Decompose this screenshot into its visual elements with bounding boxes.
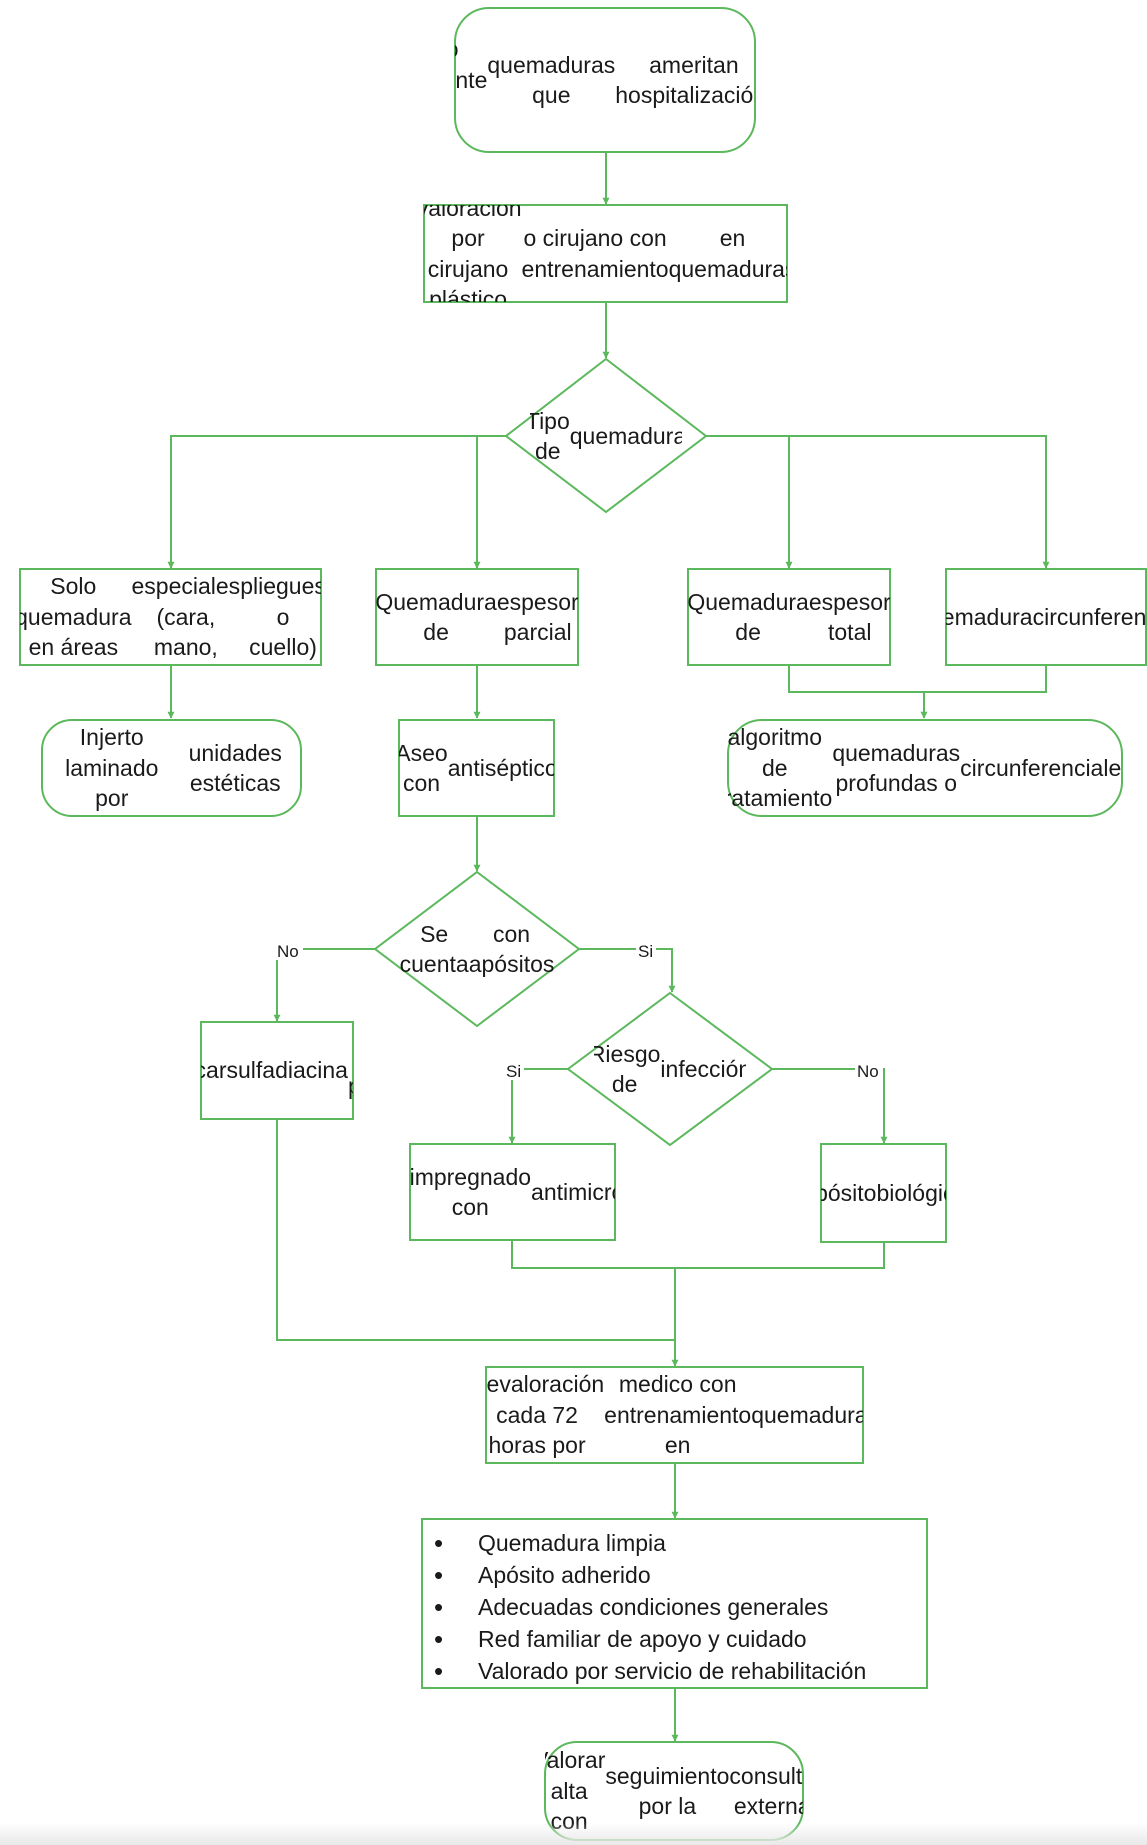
node-total-shape: [687, 568, 891, 666]
node-label-line: quemaduras: [751, 1401, 863, 1428]
node-label-line: Injerto laminado por: [65, 724, 159, 812]
node-label-line: Apósito: [821, 1179, 877, 1206]
node-injerto: Injerto laminado por unidades estéticas: [65, 724, 282, 812]
edge-total-merge: [788, 665, 1047, 693]
node-biologico: Apósitobiológico: [821, 1179, 946, 1206]
node-label-line: quemadura: [569, 422, 682, 449]
node-criterios: Quemadura limpia Apósito adherido Adecua…: [422, 1519, 927, 1688]
node-label-line: ameritan hospitalización,: [615, 51, 755, 108]
node-label-line: Quemadura de: [376, 588, 497, 645]
node-label-line: circunferencial: [1032, 603, 1146, 630]
node-label-line: o cirujano con entrenamiento: [521, 225, 669, 282]
node-label-line: de plata: [348, 1040, 353, 1101]
node-circunferencial: Quemaduracircunferencial: [946, 603, 1146, 630]
edge-impregnado-merge: [511, 1240, 885, 1269]
edge-label-apositos-si: Si: [638, 942, 653, 961]
edge-tipo-circunferencial: [706, 435, 1050, 569]
node-label-line: Ver algoritmo de tratamiento de: [728, 720, 833, 816]
criteria-item: Quemadura limpia: [434, 1527, 927, 1559]
node-label-line: consulta externa: [729, 1762, 803, 1819]
node-label-line: antiséptico: [447, 754, 554, 781]
node-sulfadiacina-shape: [200, 1021, 354, 1120]
node-start-shape: [454, 7, 756, 153]
node-label-line: seguimiento por la: [605, 1762, 730, 1819]
node-label-line: Se cuenta: [399, 920, 469, 977]
node-label-line: impregnado con: [410, 1163, 532, 1220]
node-label-line: infección: [660, 1055, 746, 1082]
node-parcial-shape: [375, 568, 579, 666]
node-sulfadiacina: Aplicarsulfadiacinade plata: [201, 1040, 353, 1101]
node-label-line: Aplicar: [201, 1057, 227, 1084]
node-riesgo-shape: [566, 991, 774, 1147]
node-label-line: sulfadiacina: [226, 1057, 348, 1084]
node-aseo-shape: [398, 719, 555, 817]
node-tipo-shape: [504, 357, 708, 514]
node-impregnado-shape: [409, 1143, 616, 1241]
node-label-line: especiales (cara, mano,: [131, 573, 241, 661]
node-label-line: unidades estéticas: [188, 739, 282, 796]
edge-label-apositos-no: No: [277, 942, 299, 961]
edge-tipo-total: [706, 435, 793, 569]
node-especiales-shape: [19, 568, 322, 666]
node-ver-algoritmo: Ver algoritmo de tratamiento dequemadura…: [728, 720, 1122, 816]
node-label-line: Riesgo de: [594, 1040, 661, 1097]
node-label-line: antimicrobianos: [531, 1178, 615, 1205]
edge-labels: No Si Si No: [275, 940, 883, 1081]
node-label-line: Tipo de: [530, 407, 570, 464]
criteria-item: Red familiar de apoyo y cuidado: [434, 1623, 927, 1655]
edge-tipo-parcial: [473, 435, 506, 569]
node-label-line: Valoración por cirujano plástico: [424, 205, 522, 302]
edge-tipo-especiales: [167, 435, 506, 569]
node-label-line: Quemadura: [946, 603, 1033, 630]
bottom-fade: [0, 1823, 1147, 1845]
edge-apositos-si: [579, 948, 676, 993]
node-valoracion-shape: [423, 204, 788, 303]
criteria-item: Valorado por servicio de rehabilitación: [434, 1655, 927, 1687]
node-label-line: circunferenciales: [960, 754, 1122, 781]
criteria-item: Adecuadas condiciones generales: [434, 1591, 927, 1623]
edge-riesgo-no: [772, 1068, 888, 1144]
node-label-line: Aseo con: [399, 739, 448, 796]
node-label-line: Niño o adolescente con: [455, 36, 488, 93]
node-biologico-shape: [820, 1143, 947, 1243]
node-injerto-shape: [41, 719, 302, 817]
node-label-line: Revaloración cada 72 horas por: [486, 1371, 605, 1459]
criteria-item: Apósito adherido: [434, 1559, 927, 1591]
edge-sulfadiacina-merge: [276, 1119, 675, 1341]
node-label-line: quemaduras profundas o: [832, 739, 961, 796]
node-label-line: Quemadura de: [688, 588, 809, 645]
edge-label-riesgo-si: Si: [506, 1062, 521, 1081]
node-apositos-shape: [373, 870, 581, 1028]
node-revaloracion-shape: [485, 1366, 864, 1464]
node-start: Niño o adolescente conquemaduras queamer…: [455, 36, 755, 108]
node-label-line: biológico: [876, 1179, 946, 1206]
node-label-line: Solo quemadura en áreas: [20, 573, 132, 661]
node-label-line: espesor total: [808, 588, 890, 645]
node-label-line: medico con entrenamiento en: [604, 1371, 752, 1459]
criteria-list: Quemadura limpia Apósito adherido Adecua…: [422, 1519, 927, 1687]
node-ver-algoritmo-shape: [727, 719, 1123, 817]
node-label-line: espesor parcial: [496, 588, 578, 645]
node-label-line: con apósitos: [468, 920, 555, 977]
node-label-line: en quemaduras: [668, 225, 787, 282]
edge-label-riesgo-no: No: [857, 1062, 879, 1081]
node-label-line: pliegues o cuello): [240, 573, 321, 661]
node-circunferencial-shape: [945, 568, 1147, 666]
node-impregnado: Apósitoimpregnado conantimicrobianos: [410, 1163, 615, 1220]
node-label-line: quemaduras que: [487, 51, 616, 108]
